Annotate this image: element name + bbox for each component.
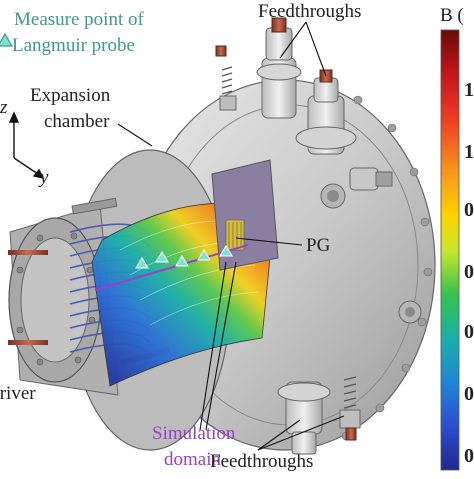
colorbar [440, 29, 460, 471]
driver-label: Driver [0, 383, 36, 404]
colorbar-tick-6: 0 [464, 383, 474, 405]
measure-point-2 [155, 251, 169, 263]
expansion-chamber-label-line1: Expansion [30, 85, 111, 106]
measure-point-3 [175, 255, 189, 267]
top-feedthroughs [215, 17, 357, 155]
colorbar-tick-2: 1 [464, 141, 474, 163]
axis-y-label: y [40, 167, 49, 188]
feedthroughs-bottom-label: Feedthroughs [210, 451, 314, 472]
colorbar-tick-5: 0 [464, 321, 474, 343]
leader-lines [117, 21, 345, 451]
simulation-domain-label-line1: Simulation [152, 423, 236, 444]
expansion-chamber-label-line2: chamber [44, 111, 110, 132]
colorbar-tick-3: 0 [464, 199, 474, 221]
measure-point-5 [219, 245, 233, 257]
colorbar-tick-1: 1 [464, 79, 474, 101]
legend-marker-icon [0, 32, 14, 47]
bottom-feedthroughs [277, 376, 361, 455]
legend-label-line2: Langmuir probe [12, 35, 135, 56]
legend-label-line1: Measure point of [14, 9, 144, 30]
colorbar-tick-7: 0 [464, 445, 474, 467]
measure-point-4 [197, 249, 211, 261]
axis-z-label: z [0, 97, 8, 118]
measure-point-1 [135, 257, 149, 269]
simulation-domain-label-line2: domain [164, 449, 221, 470]
colorbar-tick-4: 0 [464, 261, 474, 283]
colorbar-title: B ( [440, 5, 464, 26]
measure-points [135, 245, 233, 269]
axis-triad [8, 111, 45, 180]
feedthroughs-top-label: Feedthroughs [258, 1, 362, 22]
pg-label: PG [306, 235, 331, 256]
plasma-grid [211, 159, 279, 271]
